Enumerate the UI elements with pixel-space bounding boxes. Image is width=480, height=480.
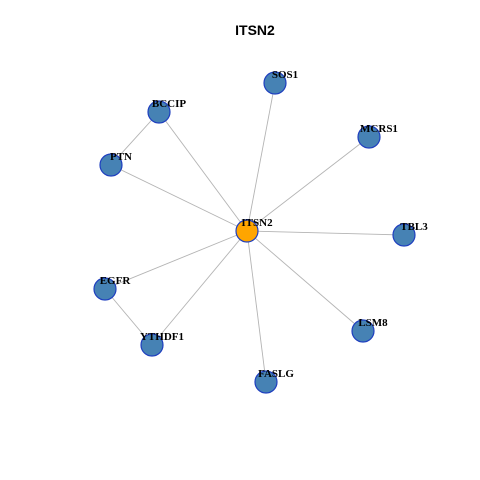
node-label-ythdf1: YTHDF1 xyxy=(140,331,184,343)
node-circle-sos1 xyxy=(263,71,287,95)
edge-egfr-ythdf1 xyxy=(104,288,153,346)
node-circle-faslg xyxy=(254,370,278,394)
node-lsm8: LSM8 xyxy=(351,317,388,343)
edge-itsn2-bccip xyxy=(158,111,248,232)
node-bccip: BCCIP xyxy=(147,98,187,124)
node-label-itsn2: ITSN2 xyxy=(241,217,273,229)
edge-bccip-ptn xyxy=(110,111,160,166)
node-circle-mcrs1 xyxy=(357,125,381,149)
edge-itsn2-sos1 xyxy=(246,82,276,232)
node-label-bccip: BCCIP xyxy=(152,98,187,110)
edges-layer xyxy=(104,82,405,383)
node-circle-bccip xyxy=(147,100,171,124)
node-label-faslg: FASLG xyxy=(258,368,294,380)
node-label-sos1: SOS1 xyxy=(272,69,298,81)
node-ythdf1: YTHDF1 xyxy=(140,331,184,357)
edge-itsn2-ythdf1 xyxy=(151,230,248,346)
node-ptn: PTN xyxy=(99,151,132,177)
edge-itsn2-lsm8 xyxy=(246,230,364,332)
node-mcrs1: MCRS1 xyxy=(357,123,398,149)
node-label-ptn: PTN xyxy=(110,151,132,163)
edge-itsn2-tbl3 xyxy=(246,230,405,236)
node-circle-ythdf1 xyxy=(140,333,164,357)
node-egfr: EGFR xyxy=(93,275,132,301)
node-circle-tbl3 xyxy=(392,223,416,247)
edge-itsn2-ptn xyxy=(110,164,248,232)
node-label-mcrs1: MCRS1 xyxy=(360,123,398,135)
node-label-lsm8: LSM8 xyxy=(358,317,388,329)
node-circle-itsn2 xyxy=(235,219,259,243)
edge-itsn2-mcrs1 xyxy=(246,136,370,232)
node-sos1: SOS1 xyxy=(263,69,298,95)
graph-title: ITSN2 xyxy=(235,22,275,38)
node-tbl3: TBL3 xyxy=(392,221,428,247)
node-circle-ptn xyxy=(99,153,123,177)
edge-itsn2-faslg xyxy=(246,230,267,383)
node-faslg: FASLG xyxy=(254,368,294,394)
node-label-tbl3: TBL3 xyxy=(400,221,428,233)
edge-itsn2-egfr xyxy=(104,230,248,290)
node-circle-lsm8 xyxy=(351,319,375,343)
node-label-egfr: EGFR xyxy=(100,275,132,287)
node-itsn2: ITSN2 xyxy=(235,217,273,243)
node-circle-egfr xyxy=(93,277,117,301)
